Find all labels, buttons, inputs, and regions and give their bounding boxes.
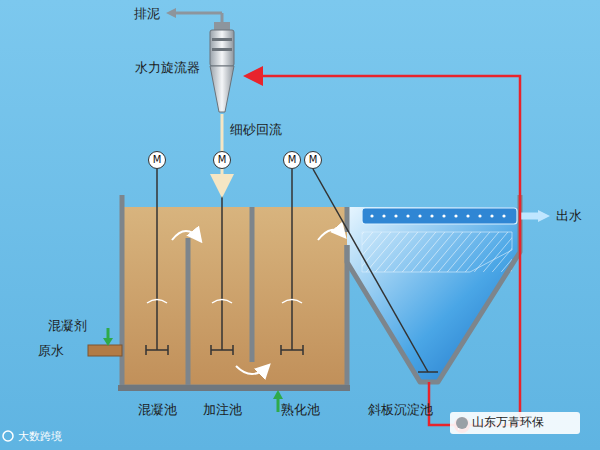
motor-circle: M (283, 151, 301, 169)
outlet-label: 出水 (556, 208, 582, 224)
tank-label: 熟化池 (281, 402, 320, 418)
watermark: 山东万青环保 (472, 415, 544, 429)
motor-label: M (309, 155, 318, 165)
tank-label: 混凝池 (138, 402, 177, 418)
flow-label: 细砂回流 (230, 122, 282, 138)
motor-circle: M (213, 151, 231, 169)
motor-circle: M (148, 151, 166, 169)
motor-label: M (288, 155, 297, 165)
chemical-label: 混凝剂 (48, 318, 87, 334)
motor-label: M (153, 155, 162, 165)
outlet-label: 排泥 (134, 6, 160, 22)
watermark: 大数跨境 (18, 430, 62, 443)
tank-label: 加注池 (203, 402, 242, 418)
tank-label: 斜板沉淀池 (368, 402, 433, 418)
inlet-label: 原水 (38, 343, 64, 359)
motor-label: M (218, 155, 227, 165)
motor-circle: M (304, 151, 322, 169)
device-label: 水力旋流器 (135, 60, 200, 76)
